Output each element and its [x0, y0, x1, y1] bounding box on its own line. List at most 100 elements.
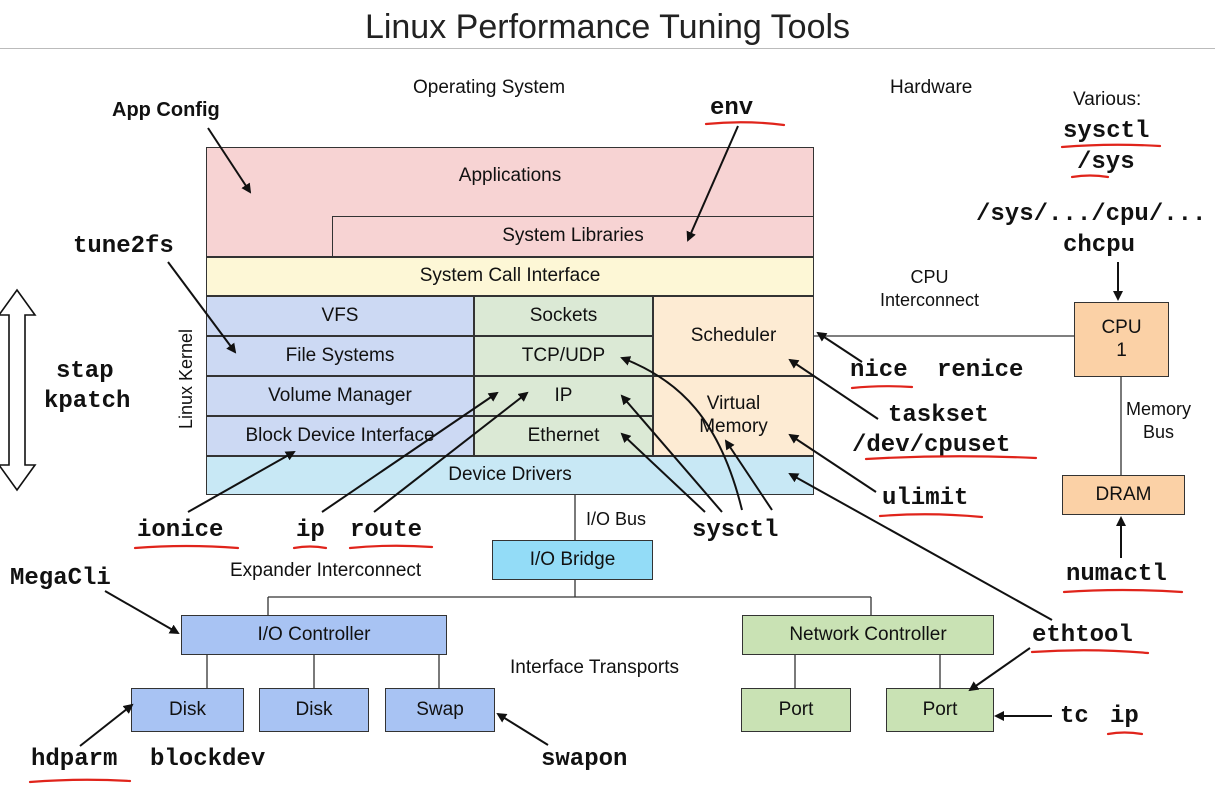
scheduler-layer: Scheduler — [653, 296, 814, 376]
port-box-1: Port — [741, 688, 851, 732]
ip-label: IP — [554, 384, 573, 406]
double-arrow-icon — [0, 288, 37, 492]
applications-label: Applications — [458, 165, 562, 186]
disk-box-1: Disk — [131, 688, 244, 732]
port-label-1: Port — [778, 698, 814, 720]
arrow-sysctl-vm — [724, 439, 773, 511]
system-call-interface-label: System Call Interface — [419, 265, 601, 287]
operating-system-label: Operating System — [413, 77, 566, 98]
file-systems-layer: File Systems — [206, 336, 474, 376]
cpu-label: CPU 1 — [1101, 316, 1142, 361]
underline-dev-cpuset — [864, 455, 1038, 461]
system-libraries-label: System Libraries — [502, 225, 644, 247]
various-label: Various: — [1073, 89, 1142, 110]
device-drivers-layer: Device Drivers — [206, 456, 814, 495]
arrow-megacli — [104, 590, 180, 634]
ip-tool-port: ip — [1110, 703, 1139, 730]
underline-ip — [292, 545, 328, 550]
dram-box: DRAM — [1062, 475, 1185, 515]
hardware-label: Hardware — [890, 77, 973, 98]
arrow-sysctl-eth — [620, 432, 706, 513]
underline-env — [704, 121, 786, 127]
arrow-route — [373, 391, 529, 513]
renice-tool: renice — [937, 357, 1024, 384]
arrow-ethtool — [788, 473, 1053, 621]
file-systems-label: File Systems — [285, 344, 395, 366]
disk-label-2: Disk — [295, 698, 333, 720]
virtual-memory-label: Virtual Memory — [699, 393, 768, 437]
volume-manager-label: Volume Manager — [268, 384, 412, 406]
arrow-hdparm — [79, 703, 134, 747]
io-bridge-box: I/O Bridge — [492, 540, 653, 580]
ionice-tool: ionice — [137, 517, 224, 544]
underline-nice — [850, 385, 914, 390]
arrow-sysctl-ip — [620, 394, 723, 513]
underline-ip-port — [1106, 731, 1144, 736]
arrow-tune2fs — [167, 261, 237, 354]
network-controller-label: Network Controller — [789, 623, 947, 645]
underline-ethtool — [1030, 649, 1150, 655]
disk-box-2: Disk — [259, 688, 369, 732]
route-tool: route — [350, 517, 423, 544]
volume-manager-layer: Volume Manager — [206, 376, 474, 416]
io-controller-box: I/O Controller — [181, 615, 447, 655]
tcp-udp-label: TCP/UDP — [521, 344, 606, 366]
arrow-sysctl-tcp — [620, 356, 743, 511]
swap-label: Swap — [416, 698, 464, 720]
io-controller-label: I/O Controller — [257, 623, 371, 645]
system-call-interface-layer: System Call Interface — [206, 257, 814, 296]
stap-tool: stap — [56, 358, 114, 385]
disk-label-1: Disk — [169, 698, 206, 720]
arrow-taskset — [788, 358, 879, 420]
page-title: Linux Performance Tuning Tools — [364, 8, 851, 46]
io-bus-label: I/O Bus — [586, 509, 647, 529]
ip-tool: ip — [296, 517, 325, 544]
swapon-tool: swapon — [541, 746, 628, 773]
underline-sys — [1070, 174, 1110, 179]
network-controller-box: Network Controller — [742, 615, 994, 655]
arrow-ethtool-port — [968, 647, 1031, 692]
tcp-udp-layer: TCP/UDP — [474, 336, 653, 376]
arrow-app-config — [207, 127, 252, 194]
expander-interconnect-label: Expander Interconnect — [230, 560, 422, 581]
ethtool-tool: ethtool — [1032, 622, 1133, 649]
system-libraries-layer: System Libraries — [332, 216, 814, 257]
arrow-ionice — [187, 451, 296, 513]
numactl-tool: numactl — [1066, 561, 1167, 588]
underline-ulimit — [878, 513, 984, 519]
swap-box: Swap — [385, 688, 495, 732]
app-config-tool: App Config — [112, 99, 220, 121]
hdparm-tool: hdparm — [31, 746, 118, 773]
sysctl-tool: sysctl — [692, 517, 779, 544]
scheduler-label: Scheduler — [690, 324, 777, 346]
sys-cpu-tool: /sys/.../cpu/... — [976, 201, 1207, 228]
port-box-2: Port — [886, 688, 994, 732]
arrow-swapon — [496, 712, 549, 746]
io-bridge-label: I/O Bridge — [529, 548, 616, 570]
chcpu-tool: chcpu — [1063, 232, 1136, 259]
underline-route — [348, 544, 434, 550]
cpu-box: CPU 1 — [1074, 302, 1169, 377]
tune2fs-tool: tune2fs — [73, 233, 174, 260]
taskset-tool: taskset — [888, 402, 989, 429]
block-device-interface-label: Block Device Interface — [245, 424, 435, 446]
sockets-label: Sockets — [529, 304, 598, 326]
vfs-layer: VFS — [206, 296, 474, 336]
underline-numactl — [1062, 588, 1184, 594]
sockets-layer: Sockets — [474, 296, 653, 336]
nice-tool: nice — [850, 357, 908, 384]
arrow-nice — [816, 331, 863, 363]
arrow-env — [686, 125, 739, 242]
dev-cpuset-tool: /dev/cpuset — [852, 432, 1011, 459]
block-device-interface-layer: Block Device Interface — [206, 416, 474, 456]
blockdev-tool: blockdev — [150, 746, 266, 773]
sys-tool: /sys — [1077, 149, 1135, 176]
megacli-tool: MegaCli — [10, 565, 111, 592]
underline-ionice — [133, 544, 240, 550]
underline-hdparm — [28, 778, 132, 784]
interface-transports-label: Interface Transports — [510, 657, 679, 678]
underline-sysctl — [1060, 143, 1162, 149]
ethernet-label: Ethernet — [527, 424, 600, 446]
